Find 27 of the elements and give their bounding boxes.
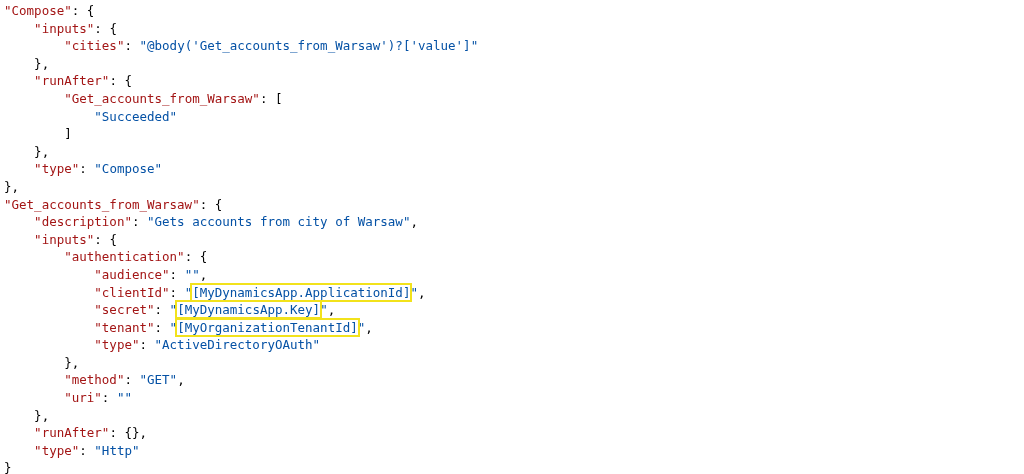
code-line: "runAfter": {}, <box>33 424 147 442</box>
code-line: ] <box>63 125 72 143</box>
code-line: "clientId": "[MyDynamicsApp.ApplicationId]", <box>93 283 426 302</box>
code-line: "audience": "", <box>93 265 208 284</box>
code-line: "inputs": { <box>33 230 117 249</box>
code-line: }, <box>33 54 50 73</box>
code-line: "Get_accounts_from_Warsaw": [ <box>63 89 283 108</box>
code-line: }, <box>4 177 20 196</box>
code-line: "runAfter": { <box>33 72 132 90</box>
code-line: "type": "Compose" <box>33 160 163 178</box>
code-line: "tenant": "[MyOrganizationTenantId]", <box>93 318 373 337</box>
code-line: } <box>4 459 12 474</box>
code-line: "inputs": { <box>33 19 117 38</box>
code-line: "cities": "@body('Get_accounts_from_Warsaw')?['value']" <box>63 37 479 55</box>
code-line: }, <box>33 142 50 161</box>
code-line: "description": "Gets accounts from city of Warsaw", <box>33 213 418 231</box>
code-line: "uri": "" <box>63 389 132 407</box>
code-line: "Get_accounts_from_Warsaw": { <box>4 195 223 214</box>
code-line: "type": "ActiveDirectoryOAuth" <box>93 336 321 354</box>
code-line: "type": "Http" <box>33 441 140 460</box>
code-line: }, <box>33 406 50 425</box>
code-line: }, <box>63 353 80 372</box>
code-line: "method": "GET", <box>63 371 185 390</box>
code-line: "Succeeded" <box>93 107 178 126</box>
code-line: "Compose": { <box>4 2 95 20</box>
code-line: "secret": "[MyDynamicsApp.Key]", <box>93 301 336 319</box>
code-line: "authentication": { <box>63 248 208 266</box>
